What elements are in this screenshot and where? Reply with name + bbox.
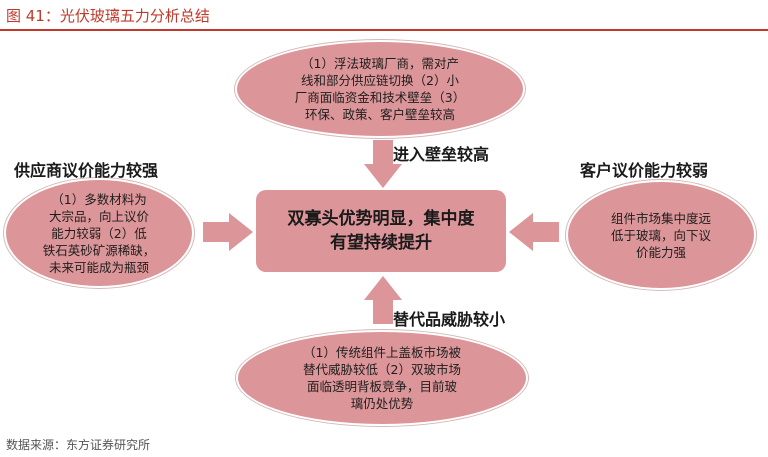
customer-power-label: 客户议价能力较弱 [580, 161, 709, 180]
entry-barrier-detail: （1）浮法玻璃厂商，需对产 线和部分供应链切换（2）小 厂商面临资金和技术壁垒（… [294, 56, 466, 122]
title-divider [0, 29, 768, 31]
substitute-threat-detail: （1）传统组件上盖板市场被 替代威胁较低（2）双玻市场 面临透明背板竞争，目前玻… [303, 345, 461, 411]
supplier-power-detail: （1）多数材料为 大宗品，向上议价 能力较弱（2）低 铁石英砂矿源稀缺， 未来可… [42, 191, 156, 275]
substitute-threat-ellipse: （1）传统组件上盖板市场被 替代威胁较低（2）双玻市场 面临透明背板竞争，目前玻… [236, 330, 528, 426]
center-conclusion-text: 双寡头优势明显，集中度 有望持续提升 [287, 209, 475, 253]
supplier-power-ellipse: （1）多数材料为 大宗品，向上议价 能力较弱（2）低 铁石英砂矿源稀缺， 未来可… [4, 178, 194, 288]
data-source-note: 数据来源：东方证券研究所 [6, 438, 151, 452]
entry-barrier-ellipse: （1）浮法玻璃厂商，需对产 线和部分供应链切换（2）小 厂商面临资金和技术壁垒（… [235, 40, 525, 138]
center-conclusion-box: 双寡头优势明显，集中度 有望持续提升 [256, 190, 506, 272]
supplier-power-label: 供应商议价能力较强 [14, 161, 159, 180]
entry-barrier-label: 进入壁垒较高 [393, 145, 490, 164]
arrow-down-icon [364, 140, 402, 188]
arrow-left-icon [509, 213, 559, 251]
customer-power-detail: 组件市场集中度远 低于玻璃，向下议 价能力强 [610, 210, 711, 260]
substitute-threat-label: 替代品威胁较小 [393, 310, 506, 329]
arrow-up-icon [364, 276, 402, 324]
arrow-right-icon [203, 213, 253, 251]
figure-title: 图 41：光伏玻璃五力分析总结 [6, 7, 210, 25]
customer-power-ellipse: 组件市场集中度远 低于玻璃，向下议 价能力强 [566, 180, 756, 290]
